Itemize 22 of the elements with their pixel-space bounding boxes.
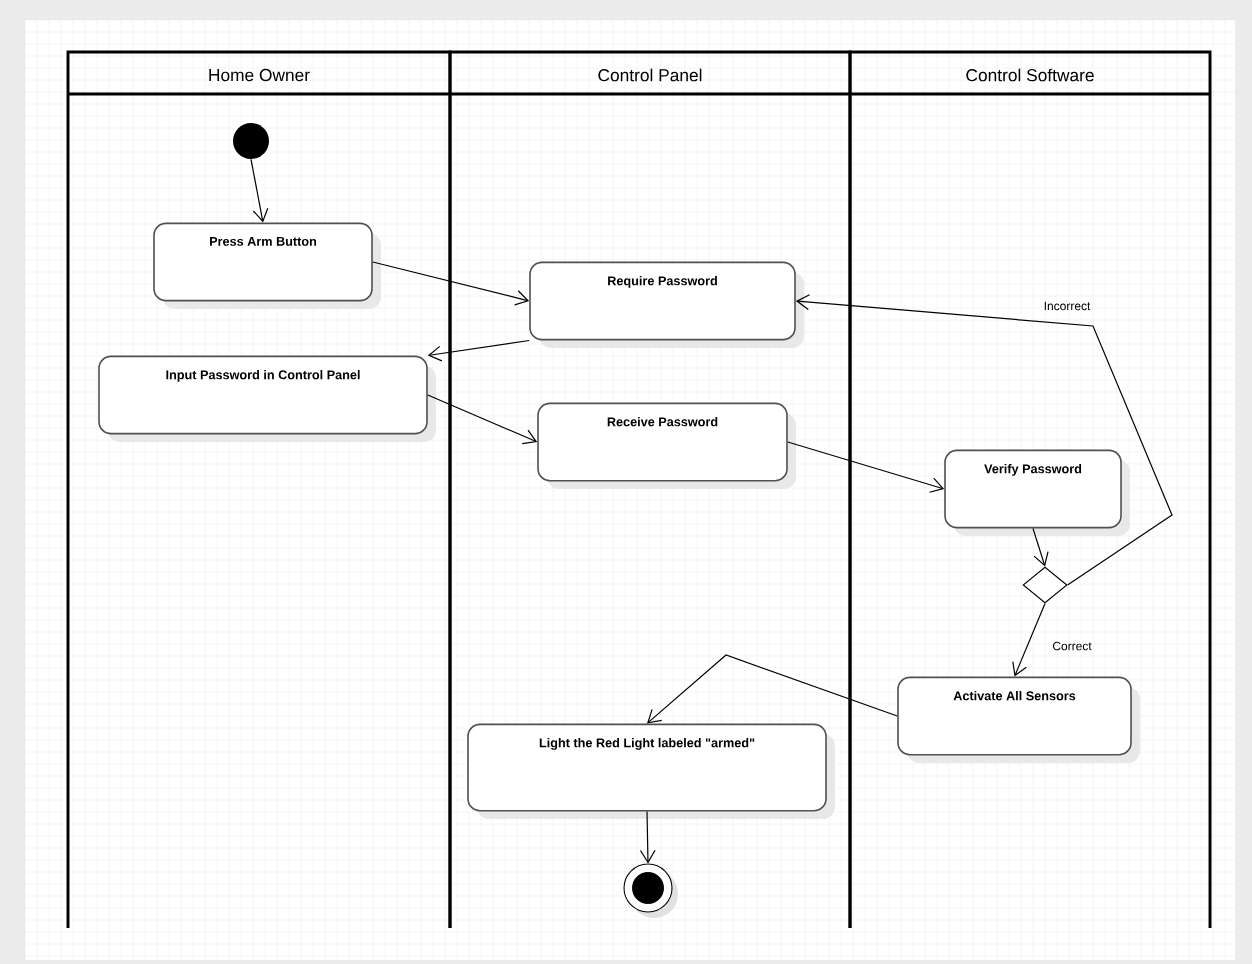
- action-box: Require Password: [529, 261, 804, 348]
- action-box: Verify Password: [944, 449, 1130, 536]
- arrow: [427, 339, 530, 362]
- action-box: Press Arm Button: [153, 222, 381, 309]
- arrow: [787, 441, 945, 493]
- arrow: [1032, 527, 1049, 567]
- arrow: [795, 294, 1173, 586]
- end-node: [623, 863, 678, 918]
- arrow: [427, 394, 538, 445]
- action-box: Receive Password: [537, 402, 796, 489]
- arrow: [1012, 602, 1046, 677]
- arrow: [647, 654, 898, 724]
- decision-diamond: [1022, 566, 1068, 604]
- arrow: [372, 261, 530, 306]
- edge-label: Correct: [1051, 640, 1093, 652]
- action-box: Light the Red Light labeled "armed": [467, 723, 835, 819]
- action-box: Activate All Sensors: [897, 676, 1140, 763]
- edge-label: Incorrect: [1042, 300, 1092, 312]
- action-box: Input Password in Control Panel: [98, 355, 436, 442]
- start-node: [233, 123, 269, 159]
- arrow: [250, 158, 269, 223]
- arrow: [639, 810, 656, 864]
